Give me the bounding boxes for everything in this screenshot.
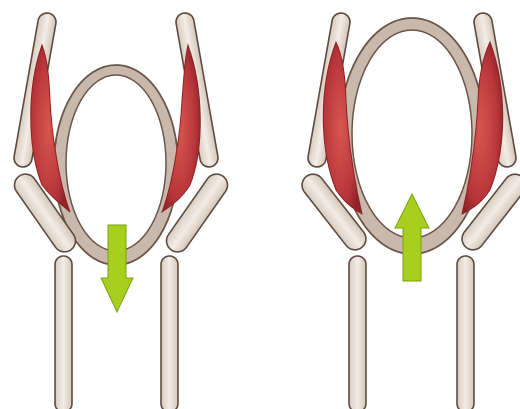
right-vertical-bar — [457, 256, 474, 409]
right-vertical-bar — [161, 256, 178, 409]
panel-contracted — [10, 12, 232, 409]
left-vertical-bar — [55, 256, 72, 409]
panel-relaxed — [298, 12, 520, 409]
left-vertical-bar — [349, 256, 366, 409]
